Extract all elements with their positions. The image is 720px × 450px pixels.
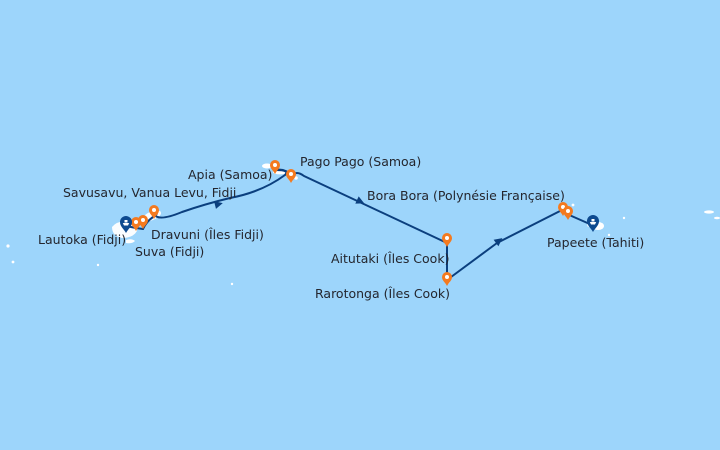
endpoint-pin-papeete[interactable] (587, 215, 599, 232)
port-pin-aitutaki[interactable] (442, 233, 452, 247)
port-labels: Lautoka (Fidji) Suva (Fidji) Dravuni (Îl… (38, 154, 644, 301)
ship-icon (122, 220, 130, 226)
ship-icon (589, 219, 597, 225)
port-label-lautoka: Lautoka (Fidji) (38, 232, 126, 247)
island-savaii (262, 163, 272, 169)
port-pins (131, 160, 573, 286)
direction-arrow-icon (355, 196, 365, 204)
port-label-suva: Suva (Fidji) (135, 244, 204, 259)
endpoint-pins (120, 215, 599, 233)
port-label-bora-bora: Bora Bora (Polynésie Française) (367, 188, 565, 203)
direction-arrow-icon (214, 201, 223, 209)
port-pin-rarotonga[interactable] (442, 272, 452, 286)
port-label-savusavu: Savusavu, Vanua Levu, Fidji (63, 185, 236, 200)
port-pin-pago-pago[interactable] (286, 169, 296, 183)
pin-center (445, 275, 449, 279)
port-label-rarotonga: Rarotonga (Îles Cook) (315, 286, 450, 301)
port-label-apia: Apia (Samoa) (188, 167, 272, 182)
island-small (11, 260, 15, 264)
route-direction-arrows (214, 196, 503, 247)
port-pin-suva[interactable] (138, 215, 148, 229)
island-tuamotu (704, 210, 714, 214)
pin-center (141, 218, 145, 222)
island-small (6, 244, 10, 248)
port-pin-savusavu[interactable] (149, 205, 159, 219)
island-kadavu (126, 239, 135, 244)
island-tutuila (294, 176, 298, 180)
pin-center (566, 209, 570, 213)
pin-center (445, 236, 449, 240)
direction-arrow-icon (493, 238, 503, 247)
endpoint-pin-lautoka[interactable] (120, 216, 132, 233)
island-small (622, 216, 626, 220)
pin-center (152, 208, 156, 212)
pin-center (273, 163, 277, 167)
pin-center (134, 220, 138, 224)
port-pin-raiatea[interactable] (563, 206, 573, 220)
island-tuamotu (714, 216, 720, 220)
island-small (230, 282, 234, 286)
island-small (607, 233, 611, 237)
port-label-papeete: Papeete (Tahiti) (547, 235, 644, 250)
port-label-aitutaki: Aitutaki (Îles Cook) (331, 251, 449, 266)
pin-center (289, 172, 293, 176)
port-label-pago-pago: Pago Pago (Samoa) (300, 154, 421, 169)
port-pin-dravuni[interactable] (131, 217, 141, 231)
port-label-dravuni: Dravuni (Îles Fidji) (151, 227, 264, 242)
port-pin-apia[interactable] (270, 160, 280, 174)
island-small (96, 263, 100, 267)
island-tahaa (571, 203, 575, 207)
